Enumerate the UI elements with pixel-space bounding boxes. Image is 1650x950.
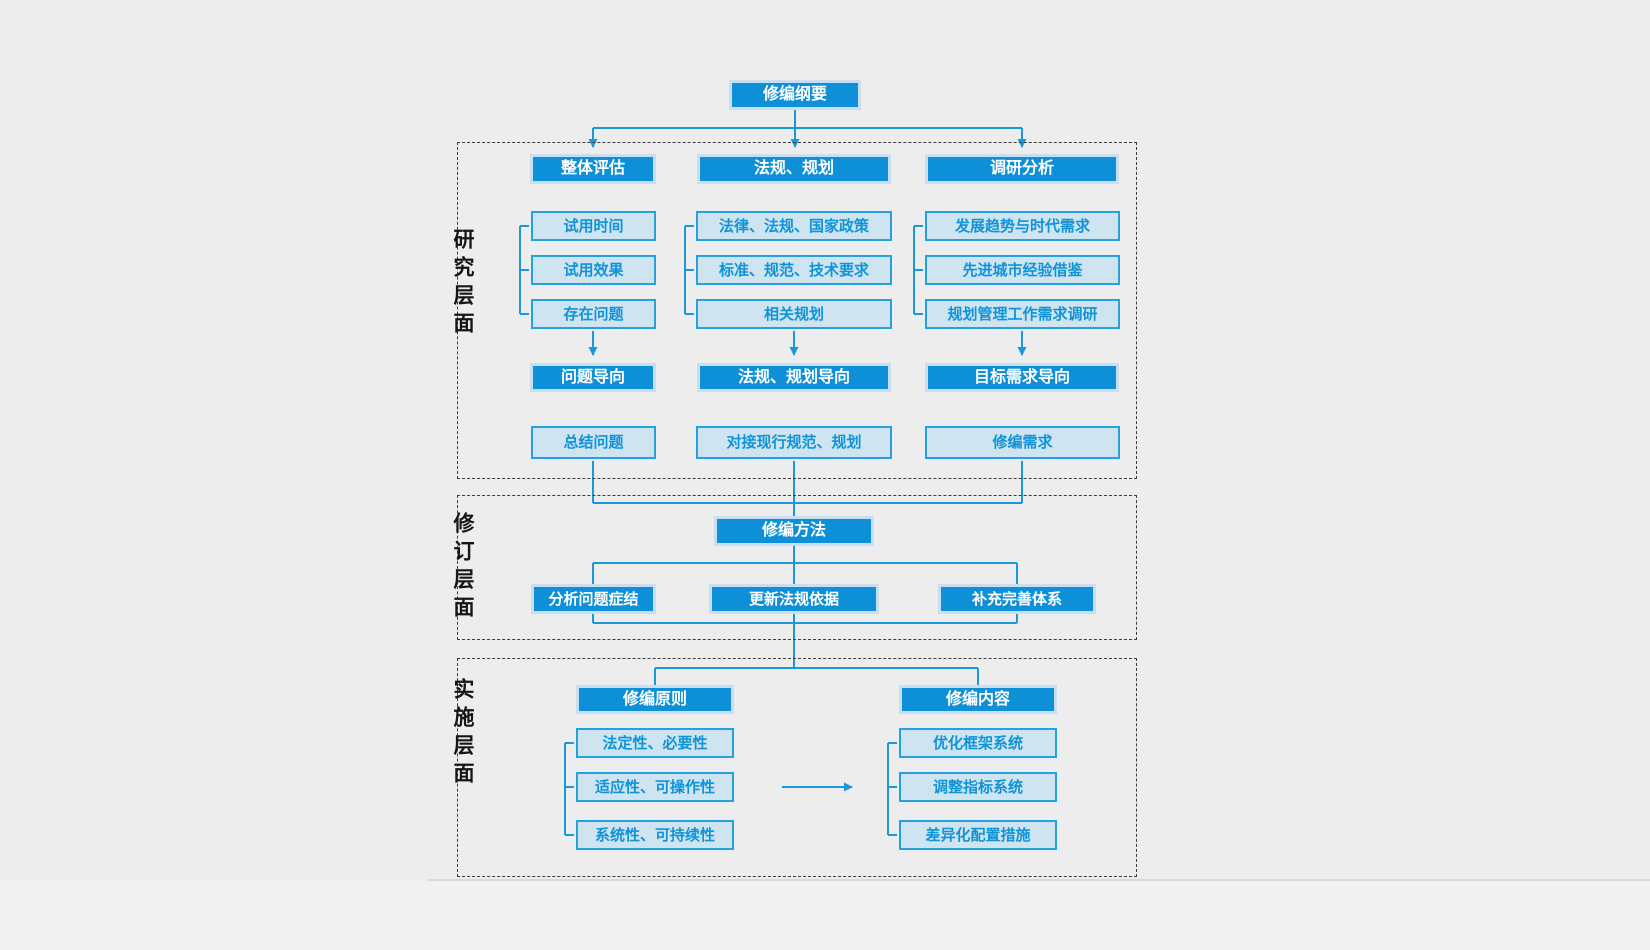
principle-item: 法定性、必要性 <box>576 728 734 758</box>
node-item: 先进城市经验借鉴 <box>925 255 1120 285</box>
section-label-research: 研究层面 <box>451 228 474 340</box>
node-item: 规划管理工作需求调研 <box>925 299 1120 329</box>
content-item: 差异化配置措施 <box>899 820 1057 850</box>
header-revision-contents: 修编内容 <box>899 685 1057 714</box>
bottom-divider-line <box>428 879 1650 881</box>
node-item: 存在问题 <box>531 299 656 329</box>
principle-item: 系统性、可持续性 <box>576 820 734 850</box>
principle-item: 适应性、可操作性 <box>576 772 734 802</box>
content-item: 调整指标系统 <box>899 772 1057 802</box>
header-regulations-planning: 法规、规划 <box>697 154 891 184</box>
header-overall-evaluation: 整体评估 <box>530 154 656 184</box>
node-item: 发展趋势与时代需求 <box>925 211 1120 241</box>
section-label-revision: 修订层面 <box>451 512 474 624</box>
content-item: 优化框架系统 <box>899 728 1057 758</box>
revision-item: 更新法规依据 <box>709 584 879 614</box>
node-item: 相关规划 <box>696 299 892 329</box>
section-frame-research <box>457 142 1137 479</box>
section-label-implementation: 实施层面 <box>451 678 474 790</box>
bottom-strip <box>0 881 1650 950</box>
hub-revision-method: 修编方法 <box>714 516 874 546</box>
result-node: 总结问题 <box>531 426 656 459</box>
header-research-analysis: 调研分析 <box>925 154 1119 184</box>
revision-item: 补充完善体系 <box>938 584 1096 614</box>
node-item: 法律、法规、国家政策 <box>696 211 892 241</box>
orientation-regulations: 法规、规划导向 <box>697 363 891 392</box>
root-node: 修编纲要 <box>729 80 861 110</box>
section-frame-implementation <box>457 658 1137 877</box>
result-node: 对接现行规范、规划 <box>696 426 892 459</box>
orientation-problem: 问题导向 <box>530 363 656 392</box>
header-revision-principles: 修编原则 <box>576 685 734 714</box>
node-item: 标准、规范、技术要求 <box>696 255 892 285</box>
section-frame-revision <box>457 495 1137 640</box>
node-item: 试用效果 <box>531 255 656 285</box>
revision-item: 分析问题症结 <box>531 584 656 614</box>
result-node: 修编需求 <box>925 426 1120 459</box>
node-item: 试用时间 <box>531 211 656 241</box>
orientation-target-demand: 目标需求导向 <box>925 363 1119 392</box>
